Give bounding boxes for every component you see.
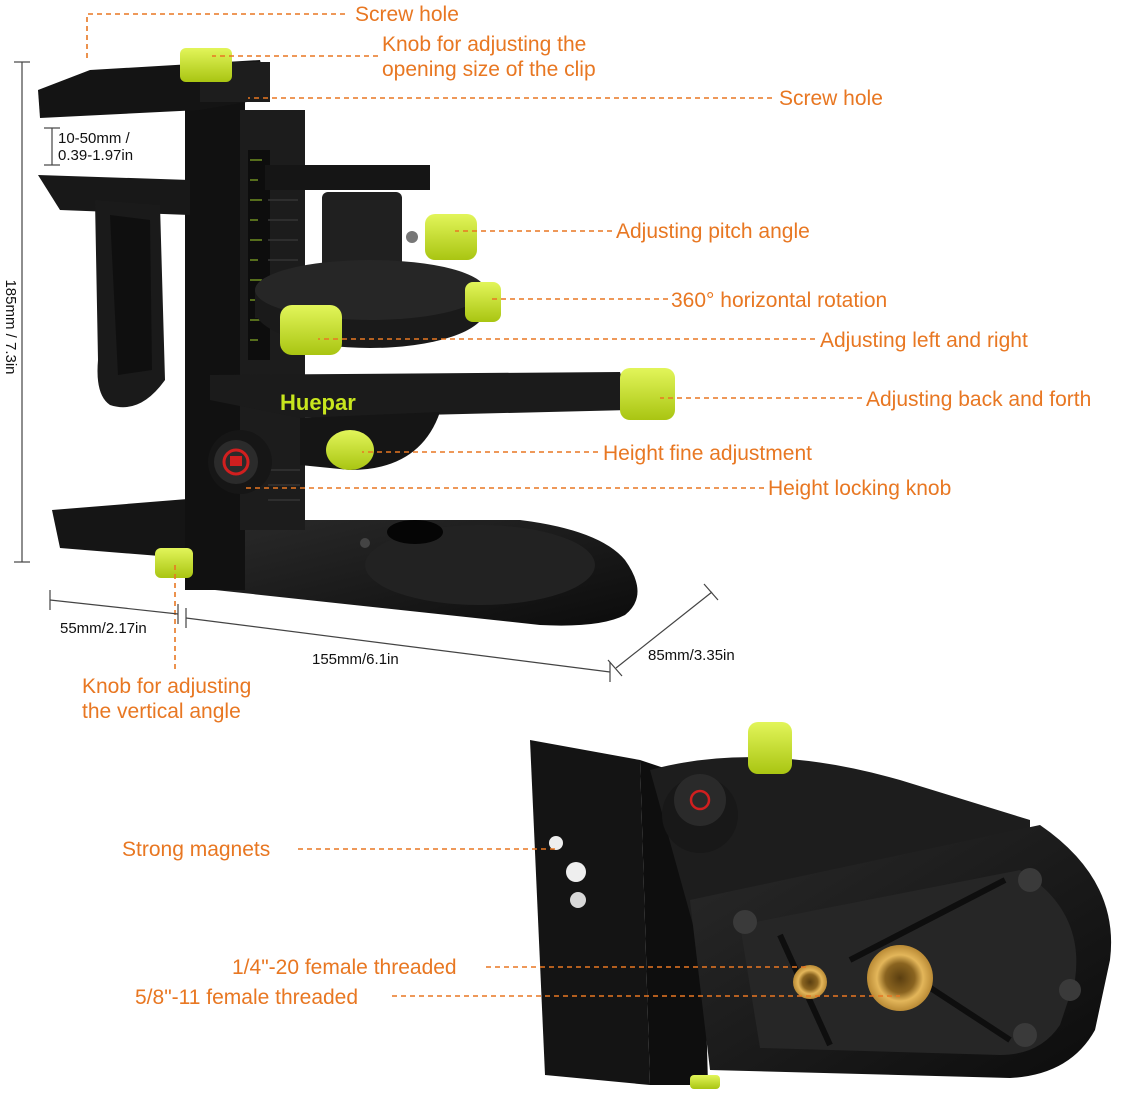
dimension-length: 155mm/6.1in [312, 651, 399, 668]
huepar-logo: Huepar [280, 390, 356, 415]
callout-thread-fiveeighths: 5/8"-11 female threaded [135, 986, 359, 1009]
callout-vertical-knob-line2: the vertical angle [82, 700, 241, 723]
callout-clip-knob-line1: Knob for adjusting the [382, 33, 587, 56]
callout-horizontal-rotation: 360° horizontal rotation [671, 289, 888, 312]
callout-screw-hole-mid: Screw hole [779, 87, 883, 110]
leader-lines [86, 13, 900, 997]
callout-left-right: Adjusting left and right [820, 329, 1028, 352]
callout-clip-knob-line2: opening size of the clip [382, 58, 596, 81]
main-product [38, 48, 675, 626]
dimension-width: 85mm/3.35in [648, 647, 735, 664]
callout-height-fine: Height fine adjustment [603, 442, 812, 465]
callout-screw-hole-top: Screw hole [355, 3, 459, 26]
dimension-clip-range-line2: 0.39-1.97in [58, 147, 134, 164]
callout-magnets: Strong magnets [122, 838, 271, 861]
dimension-depth-small: 55mm/2.17in [60, 620, 147, 637]
callout-thread-quarter: 1/4"-20 female threaded [232, 956, 457, 979]
dimension-clip-range-line1: 10-50mm / [58, 130, 130, 147]
callout-pitch-angle: Adjusting pitch angle [616, 220, 810, 243]
dimension-lines [14, 61, 719, 682]
callout-vertical-knob-line1: Knob for adjusting [82, 675, 252, 698]
bottom-view-product [530, 722, 1112, 1089]
dimension-height: 185mm / 7.3in [2, 279, 19, 375]
callout-height-lock: Height locking knob [768, 477, 952, 500]
callout-back-forth: Adjusting back and forth [866, 388, 1092, 411]
